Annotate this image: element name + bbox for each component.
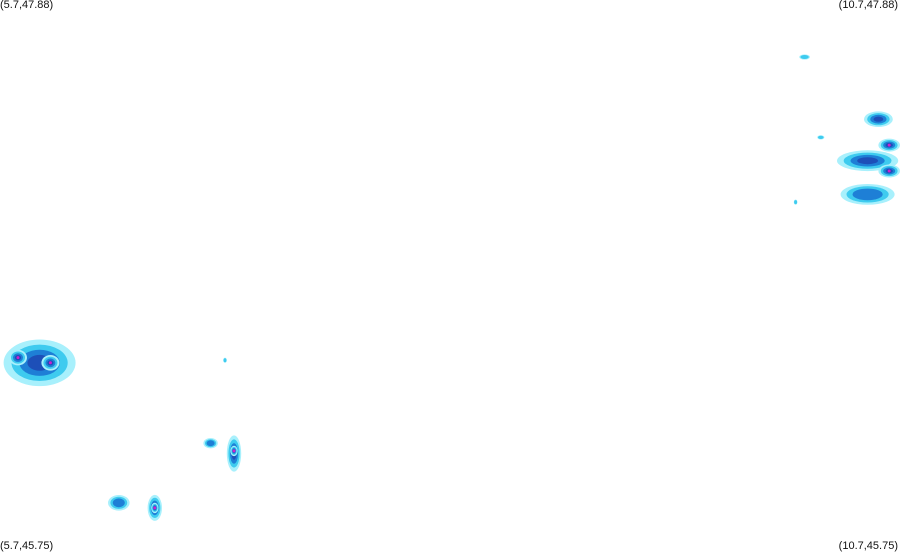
cell-east-speck (793, 199, 798, 205)
cell-west-core-b (41, 355, 60, 371)
cell-south-b-core (230, 445, 238, 457)
cell-east-middle-band-3 (857, 157, 878, 165)
cell-south-b-core-band-4 (232, 449, 236, 453)
corner-label-top-left: (5.7,47.88) (0, 0, 54, 11)
cell-south-d-core-band-4 (153, 506, 157, 510)
corner-label-top-right: (10.7,47.88) (838, 0, 898, 11)
cell-east-speck-band-1 (794, 200, 798, 205)
cell-east-lower-core (878, 164, 900, 178)
corner-label-bottom-right: (10.7,45.75) (838, 540, 898, 552)
cell-east-upper-core (878, 138, 900, 152)
cell-south-c (108, 495, 130, 511)
cell-east-north (864, 111, 893, 127)
cell-west-core-a-band-4 (16, 356, 20, 360)
cell-east-north-band-3 (873, 116, 884, 122)
cell-south-d-core (151, 502, 159, 514)
cell-far-northeast-small (799, 54, 810, 60)
cell-south-a-band-2 (206, 440, 215, 447)
cell-east-dot-band-1 (818, 135, 824, 139)
corner-label-bottom-left: (5.7,45.75) (0, 540, 54, 552)
cell-east-dot (817, 135, 825, 140)
cell-south-c-band-2 (112, 498, 125, 508)
cell-far-northeast-small-band-1 (800, 55, 809, 59)
cell-west-speck-band-1 (223, 358, 227, 363)
cell-south-a (203, 438, 218, 449)
cell-west-speck (223, 357, 227, 363)
cell-west-core-b-band-4 (48, 361, 52, 365)
cell-west-core-a (9, 349, 27, 366)
cell-east-south-band-2 (852, 188, 883, 201)
cell-east-south (840, 184, 895, 205)
cell-east-upper-core-band-4 (887, 143, 891, 147)
cell-east-lower-core-band-4 (887, 169, 891, 173)
